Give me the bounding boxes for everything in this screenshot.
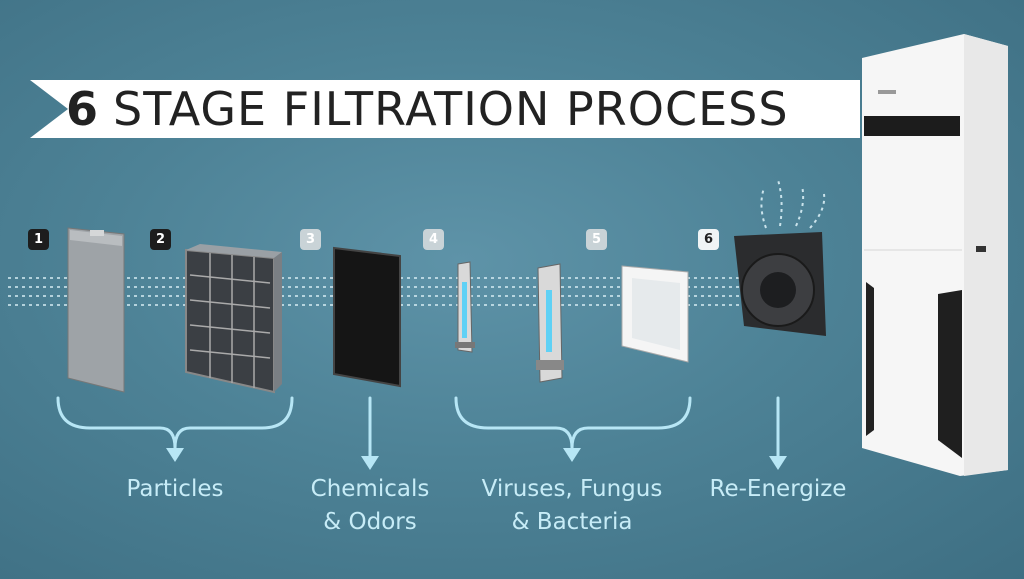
viruses-arrowhead	[563, 448, 581, 462]
stage-badge-5: 5	[586, 229, 607, 250]
chemicals-arrowhead	[361, 456, 379, 470]
label-viruses: Viruses, Fungus & Bacteria	[466, 473, 678, 539]
title-number: 6	[66, 82, 100, 136]
prefilter-panel	[67, 227, 125, 393]
label-chemicals: Chemicals & Odors	[290, 473, 450, 539]
hepa-filter	[185, 244, 282, 394]
stage-badge-2: 2	[150, 229, 171, 250]
stage-badge-6: 6	[698, 229, 719, 250]
label-particles: Particles	[126, 476, 224, 502]
label-viruses-line1: Viruses, Fungus	[481, 476, 663, 502]
stage-badge-3: 3	[300, 229, 321, 250]
particles-brace	[56, 396, 294, 449]
label-chemicals-line1: Chemicals	[310, 476, 430, 502]
blower-fan	[734, 179, 826, 336]
particles-arrowhead	[166, 448, 184, 462]
uv-lamp-right	[536, 263, 564, 383]
air-purifier-unit	[862, 34, 1008, 476]
stage-badge-4: 4	[423, 229, 444, 250]
label-reenergize: Re-Energize	[709, 476, 847, 502]
uv-lamp-left	[455, 261, 475, 353]
label-viruses-line2: & Bacteria	[511, 509, 633, 535]
stage-badge-1: 1	[28, 229, 49, 250]
carbon-filter	[333, 246, 401, 388]
photocatalytic-panel	[621, 265, 689, 363]
label-chemicals-line2: & Odors	[323, 509, 417, 535]
title-banner	[30, 80, 860, 138]
reenergize-arrowhead	[769, 456, 787, 470]
viruses-brace	[454, 396, 692, 449]
title-text: STAGE FILTRATION PROCESS	[113, 82, 789, 136]
